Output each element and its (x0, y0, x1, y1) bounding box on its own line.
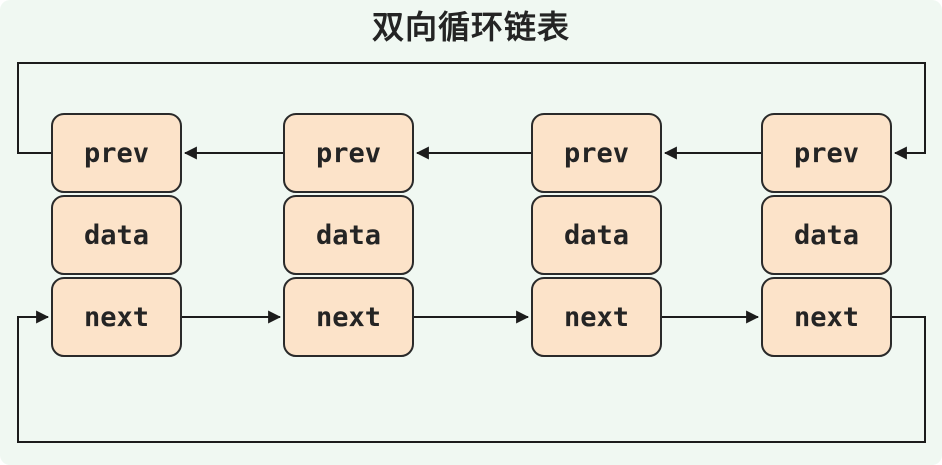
node-2-prev-cell: prev (283, 113, 414, 193)
node-4-next-cell: next (761, 277, 892, 357)
node-4-prev-cell: prev (761, 113, 892, 193)
list-node-3: prev data next (531, 113, 662, 357)
node-3-prev-cell: prev (531, 113, 662, 193)
node-3-data-cell: data (531, 195, 662, 275)
node-1-next-cell: next (51, 277, 182, 357)
node-2-data-cell: data (283, 195, 414, 275)
node-2-next-cell: next (283, 277, 414, 357)
list-node-2: prev data next (283, 113, 414, 357)
node-1-data-cell: data (51, 195, 182, 275)
node-3-next-cell: next (531, 277, 662, 357)
list-node-4: prev data next (761, 113, 892, 357)
list-node-1: prev data next (51, 113, 182, 357)
node-4-data-cell: data (761, 195, 892, 275)
node-1-prev-cell: prev (51, 113, 182, 193)
diagram-title: 双向循环链表 (371, 8, 570, 46)
